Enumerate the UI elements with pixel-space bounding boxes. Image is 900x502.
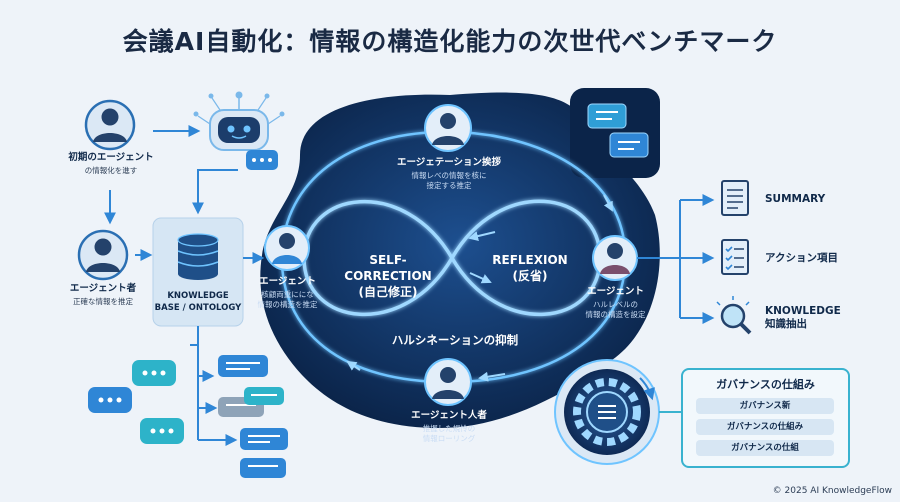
self-correction-line-1: SELF-CORRECTION [344, 253, 432, 283]
left-agent-desc-2: 情報の構造を推定 [257, 300, 318, 309]
knowledge-base-label-1: KNOWLEDGE [167, 291, 229, 301]
governance-item: ガバナンスの仕組み [696, 419, 834, 435]
left-agent-desc-1: 核顧両重ににな [261, 290, 314, 299]
agent-person-label: エージェント者 [69, 283, 137, 294]
bottom-agent-label: エージェント人者 [411, 410, 487, 421]
governance-title: ガバナンスの仕組み [716, 378, 815, 391]
governance-panel: ガバナンスの仕組み ガバナンス新 ガバナンスの仕組み ガバナンスの仕組 [681, 368, 850, 468]
output-knowledge-label-1: KNOWLEDGE [765, 305, 841, 317]
right-agent-desc-1: ハルレベルの [593, 300, 638, 309]
database-icon [177, 233, 219, 280]
initial-agent-avatar [84, 99, 136, 151]
robot-chat-bubble-icon [246, 150, 278, 170]
left-agent-label: エージェント [259, 276, 316, 287]
copyright-text: © 2025 AI KnowledgeFlow [772, 486, 892, 496]
self-correction-label: SELF-CORRECTION (自己修正) [328, 252, 448, 300]
top-agent-label: エージェテーション挨拶 [396, 157, 502, 168]
output-summary-label: SUMMARY [765, 193, 826, 205]
agent-person-avatar [77, 229, 129, 281]
central-loop-area [260, 92, 660, 428]
agent-top-avatar [424, 104, 472, 152]
governance-item: ガバナンス新 [696, 398, 834, 414]
page-title: 会議AI自動化：情報の構造化能力の次世代ベンチマーク [122, 27, 778, 56]
output-action-items-label: アクション項目 [765, 252, 838, 264]
gear-icon [554, 359, 660, 465]
bottom-agent-desc-2: 情報ローリング [422, 434, 476, 443]
reflexion-line-2: (反省) [512, 269, 548, 283]
top-agent-desc-1: 情報レベの情報を核に [411, 171, 487, 180]
governance-item: ガバナンスの仕組 [696, 440, 834, 456]
reflexion-label: REFLEXION (反省) [480, 252, 580, 284]
agent-left-avatar [264, 225, 310, 271]
reflexion-line-1: REFLEXION [492, 253, 568, 267]
infinity-loop-path [302, 199, 602, 317]
right-agent-label: エージェント [587, 286, 644, 297]
agent-bottom-avatar [424, 358, 472, 406]
right-agent-desc-2: 情報の構造を設定 [585, 310, 646, 319]
document-icon [721, 180, 749, 216]
chat-bubbles-cluster-icon [88, 355, 288, 478]
top-agent-desc-2: 接定する推定 [426, 181, 472, 190]
magnifier-icon [716, 296, 752, 335]
agent-person-desc: 正確な情報を推定 [73, 297, 133, 306]
checklist-icon [721, 239, 749, 275]
knowledge-base-label-2: BASE / ONTOLOGY [154, 303, 242, 313]
robot-icon [193, 91, 285, 151]
bottom-agent-desc-1: 推握した規怜の [422, 424, 476, 433]
initial-agent-label: 初期のエージェント [68, 152, 154, 163]
hallucination-label: ハルシネーションの抑制 [391, 333, 519, 347]
self-correction-line-2: (自己修正) [358, 285, 418, 299]
chat-bubbles-icon [587, 103, 649, 158]
initial-agent-desc: の情報化を進す [84, 166, 138, 175]
agent-right-avatar [592, 235, 638, 281]
output-knowledge-label-2: 知識抽出 [765, 318, 807, 330]
